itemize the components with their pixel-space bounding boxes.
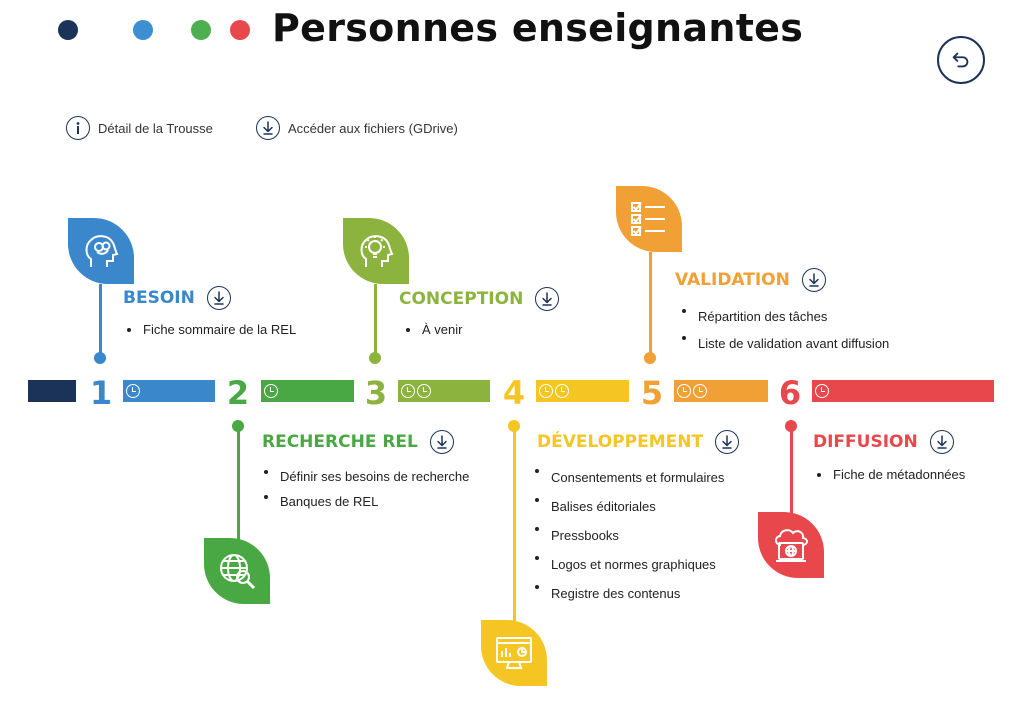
back-button[interactable] [937,36,985,84]
phase-4-title: DÉVELOPPEMENT [537,430,740,454]
download-icon [722,435,732,449]
clock-icon [264,384,278,398]
phase-1-title: BESOIN [123,286,231,310]
page-title: Personnes enseignantes [272,6,804,50]
phase-2-download-button[interactable] [429,430,454,454]
color-dot-red [230,20,250,40]
phase-5-stem [649,252,652,358]
phase-1-items: Fiche sommaire de la REL [125,322,296,337]
phase-3-title: CONCEPTION [399,287,560,311]
list-item[interactable]: Registre des contenus [533,579,724,608]
list-item[interactable]: Balises éditoriales [533,492,724,521]
phase-1-title-text: BESOIN [123,288,195,308]
checklist-icon [631,202,665,236]
phase-5-stem-dot [644,352,656,364]
download-icon [809,273,819,287]
phase-1-bar [123,380,215,402]
phase-3-icon-tile [343,218,409,284]
monitor-chart-icon [496,637,532,669]
phase-3-number: 3 [364,374,388,412]
phase-1-download-button[interactable] [206,286,231,310]
phase-4-title-text: DÉVELOPPEMENT [537,432,704,452]
phase-4-bar [536,380,629,402]
phase-5-bar [674,380,768,402]
legend-files-label: Accéder aux fichiers (GDrive) [288,120,458,136]
clock-icon [539,384,553,398]
timeline-start-bar [28,380,76,402]
back-arrow-icon [952,52,969,68]
phase-4-download-button[interactable] [715,430,740,454]
download-icon [256,116,280,140]
phase-4-icon-tile [481,620,547,686]
phase-2-title: RECHERCHE REL [262,430,454,454]
list-item[interactable]: Consentements et formulaires [533,463,724,492]
clock-icon [815,384,829,398]
download-icon [214,291,224,305]
clock-icon [677,384,691,398]
phase-6-download-button[interactable] [929,430,954,454]
phase-6-stem [790,426,793,514]
list-item[interactable]: Banques de REL [262,489,469,514]
phase-4-items: Consentements et formulaires Balises édi… [533,463,724,608]
legend-detail-label: Détail de la Trousse [98,120,213,136]
phase-5-items: Répartition des tâches Liste de validati… [680,303,889,357]
brain-head-icon [85,235,119,267]
phase-6-bar [812,380,994,402]
clock-icon [555,384,569,398]
phase-2-title-text: RECHERCHE REL [262,432,418,452]
phase-3-stem [374,284,377,358]
clock-icon [401,384,415,398]
phase-5-icon-tile [616,186,682,252]
legend-detail: Détail de la Trousse [66,116,213,140]
phase-3-stem-dot [369,352,381,364]
phase-2-bar [261,380,354,402]
list-item[interactable]: Fiche de métadonnées [815,467,965,482]
phase-5-title-text: VALIDATION [675,270,790,290]
list-item[interactable]: Définir ses besoins de recherche [262,464,469,489]
color-dot-navy [58,20,78,40]
phase-4-number: 4 [502,374,526,412]
phase-1-number: 1 [89,374,113,412]
download-icon [437,435,447,449]
phase-2-items: Définir ses besoins de recherche Banques… [262,464,469,514]
phase-1-stem [99,284,102,358]
list-item[interactable]: Logos et normes graphiques [533,550,724,579]
phase-3-bar [398,380,490,402]
idea-head-icon [360,235,394,267]
phase-6-icon-tile [758,512,824,578]
list-item[interactable]: À venir [404,322,462,337]
phase-3-title-text: CONCEPTION [399,289,524,309]
phase-6-title-text: DIFFUSION [813,432,918,452]
phase-1-stem-dot [94,352,106,364]
download-icon [936,435,947,449]
phase-2-icon-tile [204,538,270,604]
phase-5-number: 5 [640,374,664,412]
globe-search-icon [220,554,256,590]
clock-icon [693,384,707,398]
phase-3-download-button[interactable] [535,287,560,311]
list-item[interactable]: Liste de validation avant diffusion [680,330,889,357]
info-icon [66,116,90,140]
color-dot-green [191,20,211,40]
list-item[interactable]: Répartition des tâches [680,303,889,330]
list-item[interactable]: Pressbooks [533,521,724,550]
phase-2-stem [237,426,240,540]
phase-2-number: 2 [226,374,250,412]
phase-5-title: VALIDATION [675,268,826,292]
download-icon [542,292,553,306]
clock-icon [417,384,431,398]
phase-6-title: DIFFUSION [813,430,954,454]
list-item[interactable]: Fiche sommaire de la REL [125,322,296,337]
phase-6-number: 6 [778,374,802,412]
clock-icon [126,384,140,398]
phase-1-icon-tile [68,218,134,284]
phase-6-items: Fiche de métadonnées [815,467,965,482]
phase-4-stem [513,426,516,622]
legend-files: Accéder aux fichiers (GDrive) [256,116,458,140]
color-dot-blue [133,20,153,40]
cloud-monitor-icon [775,529,808,562]
phase-5-download-button[interactable] [801,268,826,292]
phase-3-items: À venir [404,322,462,337]
